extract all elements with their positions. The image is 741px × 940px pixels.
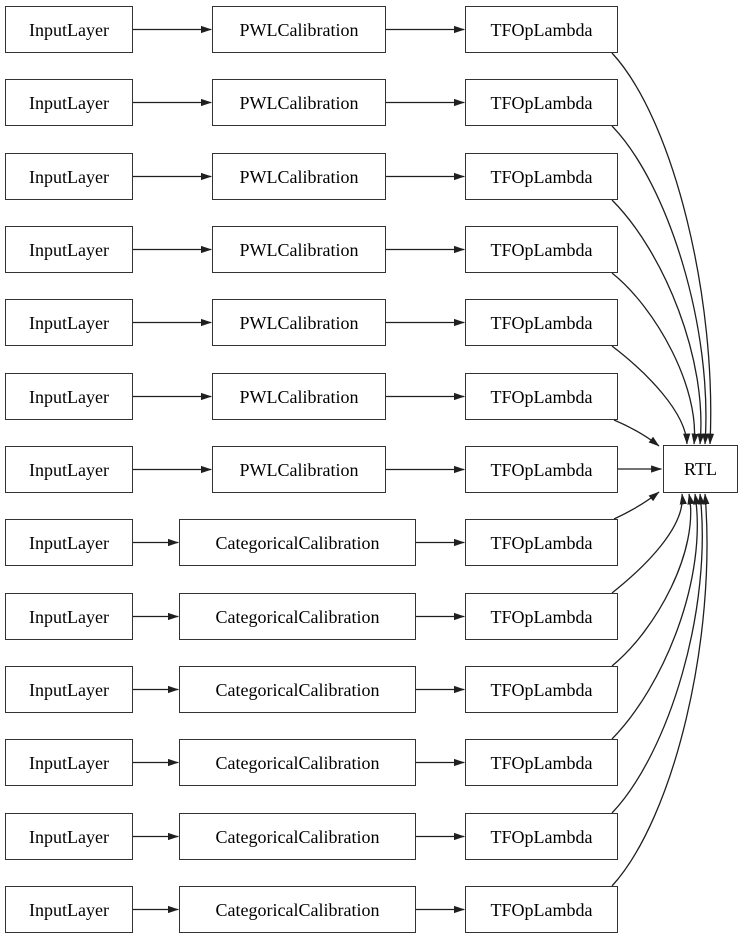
node-pwl-calibration: PWLCalibration: [212, 373, 386, 420]
node-tfop-lambda: TFOpLambda: [465, 299, 618, 346]
node-input-layer: InputLayer: [5, 593, 133, 640]
node-input-layer: InputLayer: [5, 813, 133, 860]
edge-arrow: [613, 491, 660, 520]
node-tfop-lambda: TFOpLambda: [465, 226, 618, 273]
edge-arrow: [613, 419, 660, 447]
node-tfop-lambda: TFOpLambda: [465, 153, 618, 200]
node-input-layer: InputLayer: [5, 739, 133, 786]
edge-arrow: [611, 272, 699, 445]
node-input-layer: InputLayer: [5, 519, 133, 566]
node-input-layer: InputLayer: [5, 886, 133, 933]
edge-arrow: [611, 493, 710, 887]
node-rtl: RTL: [663, 445, 738, 493]
node-tfop-lambda: TFOpLambda: [465, 813, 618, 860]
node-tfop-lambda: TFOpLambda: [465, 446, 618, 493]
edge-arrow: [611, 493, 687, 594]
node-tfop-lambda: TFOpLambda: [465, 593, 618, 640]
node-tfop-lambda: TFOpLambda: [465, 6, 618, 53]
node-input-layer: InputLayer: [5, 446, 133, 493]
node-input-layer: InputLayer: [5, 226, 133, 273]
node-categorical-calibration: CategoricalCalibration: [179, 519, 416, 566]
node-tfop-lambda: TFOpLambda: [465, 373, 618, 420]
edge-arrow: [611, 493, 701, 740]
edge-arrow: [611, 52, 715, 445]
node-tfop-lambda: TFOpLambda: [465, 79, 618, 126]
edge-arrow: [611, 199, 705, 445]
node-pwl-calibration: PWLCalibration: [212, 226, 386, 273]
node-input-layer: InputLayer: [5, 373, 133, 420]
node-categorical-calibration: CategoricalCalibration: [179, 813, 416, 860]
node-pwl-calibration: PWLCalibration: [212, 6, 386, 53]
node-categorical-calibration: CategoricalCalibration: [179, 886, 416, 933]
node-input-layer: InputLayer: [5, 666, 133, 713]
node-tfop-lambda: TFOpLambda: [465, 666, 618, 713]
edge-arrow: [611, 493, 705, 814]
node-categorical-calibration: CategoricalCalibration: [179, 593, 416, 640]
node-tfop-lambda: TFOpLambda: [465, 519, 618, 566]
node-input-layer: InputLayer: [5, 79, 133, 126]
node-input-layer: InputLayer: [5, 153, 133, 200]
edge-arrow: [611, 345, 691, 445]
node-pwl-calibration: PWLCalibration: [212, 446, 386, 493]
node-input-layer: InputLayer: [5, 299, 133, 346]
node-pwl-calibration: PWLCalibration: [212, 299, 386, 346]
node-categorical-calibration: CategoricalCalibration: [179, 739, 416, 786]
edge-arrow: [611, 125, 710, 445]
node-tfop-lambda: TFOpLambda: [465, 739, 618, 786]
node-categorical-calibration: CategoricalCalibration: [179, 666, 416, 713]
edge-arrow: [611, 493, 695, 667]
node-pwl-calibration: PWLCalibration: [212, 153, 386, 200]
node-input-layer: InputLayer: [5, 6, 133, 53]
node-pwl-calibration: PWLCalibration: [212, 79, 386, 126]
node-tfop-lambda: TFOpLambda: [465, 886, 618, 933]
